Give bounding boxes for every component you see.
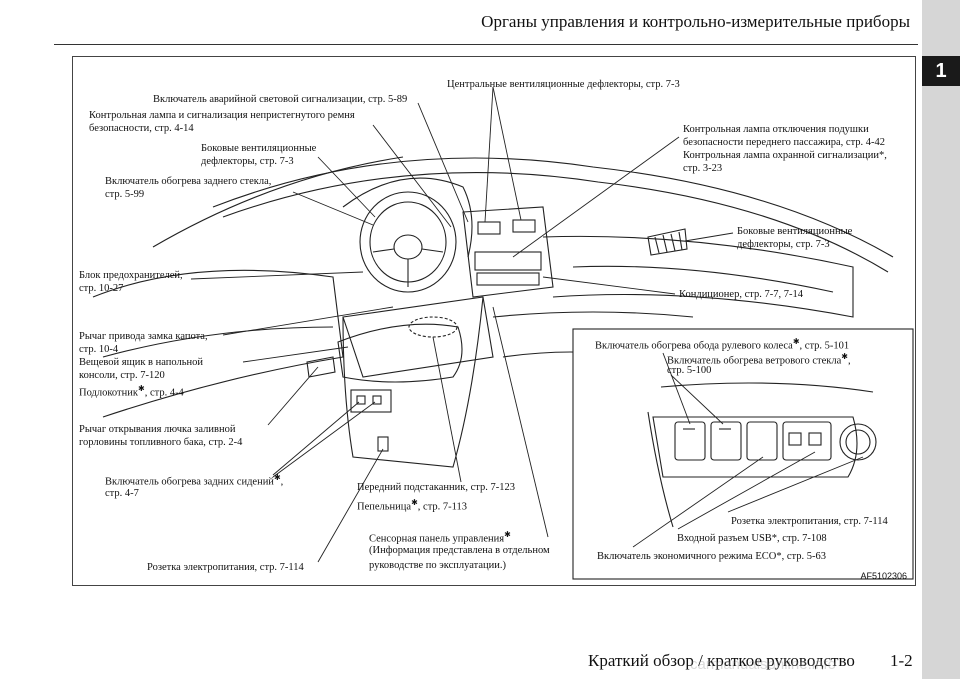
- label-fuse-box-line2: стр. 10-27: [79, 283, 124, 294]
- header-rule: [54, 44, 918, 45]
- label-seatbelt-line2: безопасности, стр. 4-14: [89, 123, 194, 134]
- label-rear-seat-heater-line2: стр. 4-7: [105, 488, 139, 499]
- label-hazard: Включатель аварийной световой сигнализац…: [153, 94, 408, 105]
- label-fuel-lever-line2: горловины топливного бака, стр. 2-4: [79, 437, 243, 448]
- label-airbag-line1: Контрольная лампа отключения подушки: [683, 124, 869, 135]
- page-number: 1-2: [890, 651, 913, 670]
- label-ashtray: Пепельница✱, стр. 7-113: [357, 498, 468, 513]
- label-console-box-line1: Вещевой ящик в напольной: [79, 357, 204, 368]
- label-hood-lever-line2: стр. 10-4: [79, 344, 119, 355]
- chapter-number: 1: [922, 56, 960, 86]
- label-power-outlet-inset: Розетка электропитания, стр. 7-114: [731, 516, 888, 527]
- label-eco-mode: Включатель экономичного режима ECO*, стр…: [597, 551, 826, 562]
- label-rear-defogger-line1: Включатель обогрева заднего стекла,: [105, 176, 272, 187]
- label-seatbelt-line1: Контрольная лампа и сигнализация неприст…: [89, 110, 355, 121]
- label-rear-seat-heater-line1: Включатель обогрева задних сидений✱,: [105, 473, 284, 488]
- label-touchpad-line1: Сенсорная панель управления✱: [369, 530, 511, 545]
- label-side-vents-right-line1: Боковые вентиляционные: [737, 226, 853, 237]
- inset-switch-panel: [572, 328, 914, 580]
- label-steering-wheel-heater: Включатель обогрева обода рулевого колес…: [595, 337, 850, 352]
- label-fuel-lever-line1: Рычаг открывания лючка заливной: [79, 424, 236, 435]
- dashboard-illustration: [92, 86, 914, 580]
- label-side-vents-left-line1: Боковые вентиляционные: [201, 143, 317, 154]
- label-rear-defogger-line2: стр. 5-99: [105, 189, 145, 200]
- label-windshield-heater-line1: Включатель обогрева ветрового стекла✱,: [667, 352, 851, 367]
- label-side-vents-right-line2: дефлекторы, стр. 7-3: [737, 239, 830, 250]
- label-windshield-heater-line2: стр. 5-100: [667, 365, 712, 376]
- label-usb-port: Входной разъем USB*, стр. 7-108: [677, 533, 827, 544]
- dashboard-figure: Включатель аварийной световой сигнализац…: [72, 56, 916, 586]
- label-fuse-box-line1: Блок предохранителей,: [79, 270, 183, 281]
- label-cupholder: Передний подстаканник, стр. 7-123: [357, 482, 515, 493]
- label-touchpad-line2: (Информация представлена в отдельном: [369, 545, 550, 556]
- figure-code: AF5102306: [860, 571, 907, 581]
- label-console-box-line2: консоли, стр. 7-120: [79, 370, 165, 381]
- label-touchpad-line3: руководстве по эксплуатации.): [369, 560, 507, 571]
- label-power-outlet-rear: Розетка электропитания, стр. 7-114: [147, 562, 304, 573]
- label-airbag-line4: стр. 3-23: [683, 163, 723, 174]
- label-airbag-line2: безопасности переднего пассажира, стр. 4…: [683, 137, 886, 148]
- chapter-side-tab: [922, 0, 960, 679]
- label-hood-lever-line1: Рычаг привода замка капота,: [79, 331, 208, 342]
- label-air-conditioner: Кондиционер, стр. 7-7, 7-14: [679, 289, 803, 300]
- footer-section-title: Краткий обзор / краткое руководство: [588, 651, 855, 670]
- page-header-title: Органы управления и контрольно-измерител…: [481, 12, 910, 31]
- label-side-vents-left-line2: дефлекторы, стр. 7-3: [201, 156, 294, 167]
- watermark: carmanualsonline.info: [690, 656, 836, 673]
- label-center-vents: Центральные вентиляционные дефлекторы, с…: [447, 79, 680, 90]
- label-armrest: Подлокотник✱, стр. 4-4: [79, 384, 184, 399]
- label-airbag-line3: Контрольная лампа охранной сигнализации*…: [683, 150, 887, 161]
